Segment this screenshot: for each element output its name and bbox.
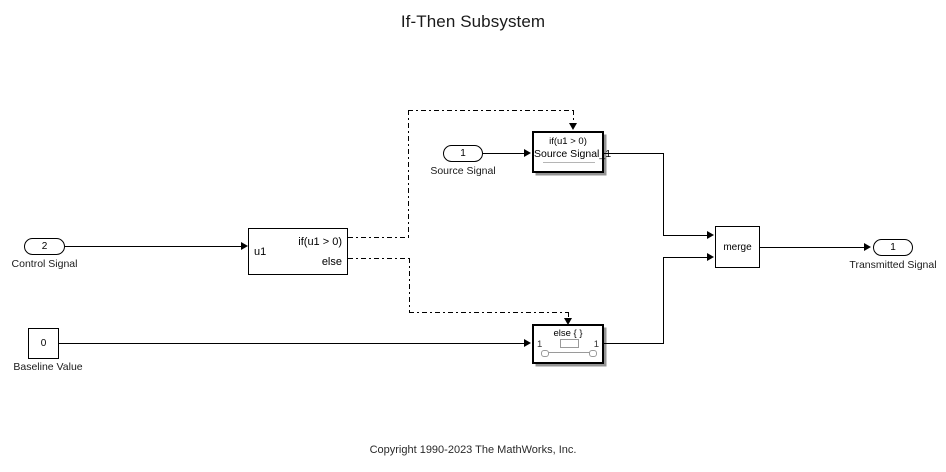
wire-if-action-out-h2 [663,235,708,236]
inport-source-signal-number: 1 [460,148,466,159]
outport-transmitted-signal-number: 1 [890,242,896,253]
wire-else-action-out-v [663,257,664,344]
constant-baseline-value-block[interactable]: 0 [28,328,59,359]
action-line-if-segment-4 [573,110,574,124]
wire-else-action-out-h1 [604,343,664,344]
action-line-else-segment-4 [568,312,569,320]
arrowhead-merge-input-1 [707,231,714,239]
outport-transmitted-signal[interactable]: 1 [873,239,913,256]
else-action-subsystem-inner-box [560,339,579,348]
inport-source-signal[interactable]: 1 [443,145,483,162]
page-title: If-Then Subsystem [400,12,546,31]
if-action-subsystem-name: Source Signal_1 [534,148,612,160]
if-block-else-output-label: else [321,256,342,268]
arrowhead-outport-input [864,243,871,251]
arrowhead-if-action-input [569,123,577,130]
constant-baseline-value-text: 0 [40,338,47,349]
merge-block-label: merge [723,241,752,253]
wire-control-to-if [65,246,241,247]
action-line-else-segment-1 [348,258,410,259]
wire-merge-to-outport [760,247,865,248]
wire-if-action-out-h1 [604,153,664,154]
action-line-if-segment-3 [408,110,574,111]
action-line-if-segment-1 [348,237,409,238]
else-action-subsystem-in-port-number: 1 [537,339,543,350]
if-block-input-label: u1 [254,245,267,258]
inport-source-signal-label: Source Signal [430,165,496,177]
else-action-subsystem-inner-dot-right [589,350,597,357]
else-action-subsystem-condition-label: else { } [553,328,583,339]
arrowhead-if-input [241,242,248,250]
else-action-subsystem-inner-wire [545,352,590,353]
outport-transmitted-signal-label: Transmitted Signal [849,259,937,271]
wire-source-to-if-action [483,153,525,154]
arrowhead-else-action-signal-input [524,339,531,347]
if-action-subsystem-underline [543,162,595,163]
inport-control-signal-number: 2 [41,241,48,252]
else-action-subsystem-block[interactable]: else { } 1 1 [532,324,604,364]
else-action-subsystem-inner-dot-left [541,350,549,357]
wire-else-action-out-h2 [663,257,708,258]
wire-baseline-to-else-action [59,343,525,344]
arrowhead-merge-input-2 [707,253,714,261]
if-action-subsystem-block[interactable]: if(u1 > 0) Source Signal_1 [532,131,612,173]
arrowhead-if-action-signal-input [524,149,531,157]
copyright-notice: Copyright 1990-2023 The MathWorks, Inc. [369,444,577,456]
else-action-subsystem-out-port-number: 1 [593,339,599,350]
arrowhead-else-action-input [564,318,572,325]
if-block[interactable]: u1 if(u1 > 0) else [248,228,348,275]
if-action-subsystem-condition-label: if(u1 > 0) [549,136,587,147]
merge-block[interactable]: merge [715,226,760,268]
inport-control-signal[interactable]: 2 [24,238,65,255]
wire-if-action-out-v [663,153,664,236]
action-line-if-segment-2 [408,110,409,238]
inport-control-signal-label: Control Signal [11,258,78,270]
if-block-if-output-label: if(u1 > 0) [298,236,342,248]
action-line-else-segment-3 [409,312,569,313]
constant-baseline-value-label: Baseline Value [13,361,83,373]
action-line-else-segment-2 [409,258,410,313]
